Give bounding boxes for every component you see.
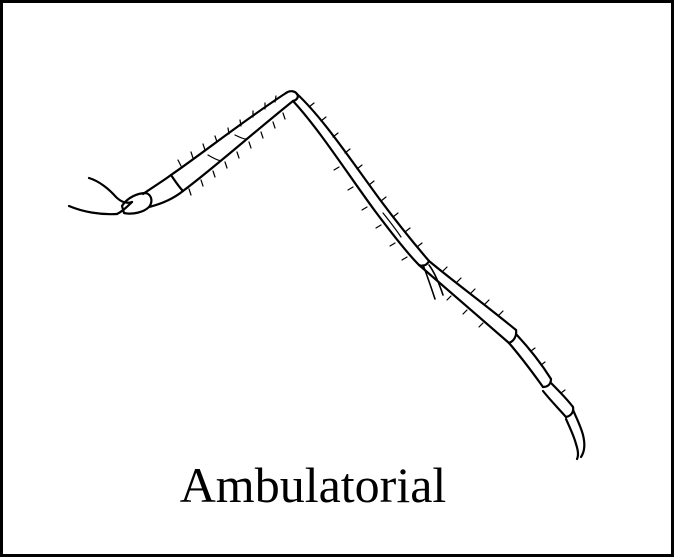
coxa-segment — [67, 176, 134, 216]
figure-caption: Ambulatorial — [179, 457, 447, 513]
insect-leg-drawing — [67, 90, 586, 461]
tibia-segment — [291, 92, 444, 300]
femur-segment — [141, 90, 299, 209]
trochanter-segment — [120, 191, 153, 215]
tarsus-segments — [417, 259, 586, 461]
